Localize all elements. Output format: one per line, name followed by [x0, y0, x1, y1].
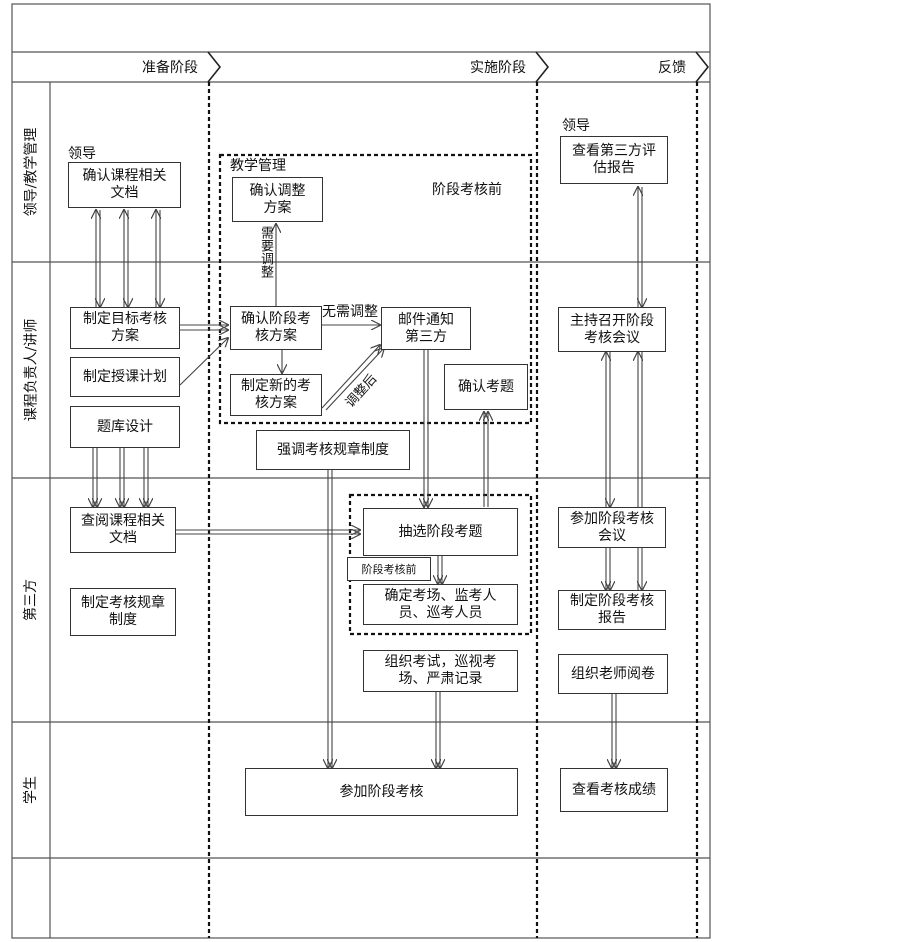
organize-grading-box[interactable]: 组织老师阅卷: [558, 654, 668, 694]
host-meeting-box[interactable]: 主持召开阶段 考核会议: [558, 307, 666, 352]
take-stage-exam-box[interactable]: 参加阶段考核: [245, 768, 518, 816]
view-scores-box[interactable]: 查看考核成绩: [560, 768, 668, 812]
connectors: [93, 187, 642, 768]
make-teaching-plan-box[interactable]: 制定授课计划: [70, 357, 180, 397]
email-third-party-box[interactable]: 邮件通知 第三方: [381, 307, 471, 350]
organize-exam-box[interactable]: 组织考试，巡视考 场、严肃记录: [363, 650, 518, 692]
confirm-course-docs-box[interactable]: 确认课程相关 文档: [68, 162, 181, 208]
teaching-mgmt-tag: 教学管理: [230, 158, 286, 174]
lane-leaders-label: 领导/教学管理: [23, 127, 39, 217]
need-adjust-label: 需要调整: [258, 226, 273, 278]
lane-third-party-label: 第三方: [23, 579, 39, 621]
lane-students-label: 学生: [23, 776, 39, 804]
make-report-box[interactable]: 制定阶段考核 报告: [558, 590, 666, 630]
question-bank-box[interactable]: 题库设计: [70, 406, 180, 448]
confirm-questions-box[interactable]: 确认考题: [444, 364, 528, 410]
view-third-party-report-box[interactable]: 查看第三方评 估报告: [560, 136, 668, 184]
phase-prep-label: 准备阶段: [142, 60, 198, 76]
no-adjust-label: 无需调整: [322, 304, 378, 320]
confirm-stage-plan-box[interactable]: 确认阶段考 核方案: [230, 306, 322, 350]
make-new-plan-box[interactable]: 制定新的考 核方案: [230, 374, 322, 416]
swimlane-grid: [11, 3, 711, 939]
draw-questions-box[interactable]: 抽选阶段考题: [363, 508, 518, 556]
pre-stage-exam-label: 阶段考核前: [432, 182, 502, 198]
phase-impl-label: 实施阶段: [470, 60, 526, 76]
attend-meeting-box[interactable]: 参加阶段考核 会议: [558, 507, 666, 548]
make-target-plan-box[interactable]: 制定目标考核 方案: [70, 307, 180, 349]
phase-feedback-label: 反馈: [658, 60, 686, 76]
emphasize-rules-box[interactable]: 强调考核规章制度: [256, 430, 410, 470]
review-course-docs-box[interactable]: 查阅课程相关 文档: [70, 507, 176, 553]
lane-lecturers-label: 课程负责人/讲师: [23, 318, 39, 422]
pre-stage-tag-box: 阶段考核前: [347, 557, 431, 581]
phase-chevrons: [207, 51, 710, 83]
phase-separators: [207, 82, 699, 938]
determine-venues-box[interactable]: 确定考场、监考人 员、巡考人员: [363, 584, 518, 625]
leader-tag-feedback: 领导: [562, 118, 590, 134]
confirm-adjust-plan-box[interactable]: 确认调整 方案: [232, 177, 323, 222]
leader-tag: 领导: [68, 146, 96, 162]
make-exam-rules-box[interactable]: 制定考核规章 制度: [70, 588, 176, 636]
